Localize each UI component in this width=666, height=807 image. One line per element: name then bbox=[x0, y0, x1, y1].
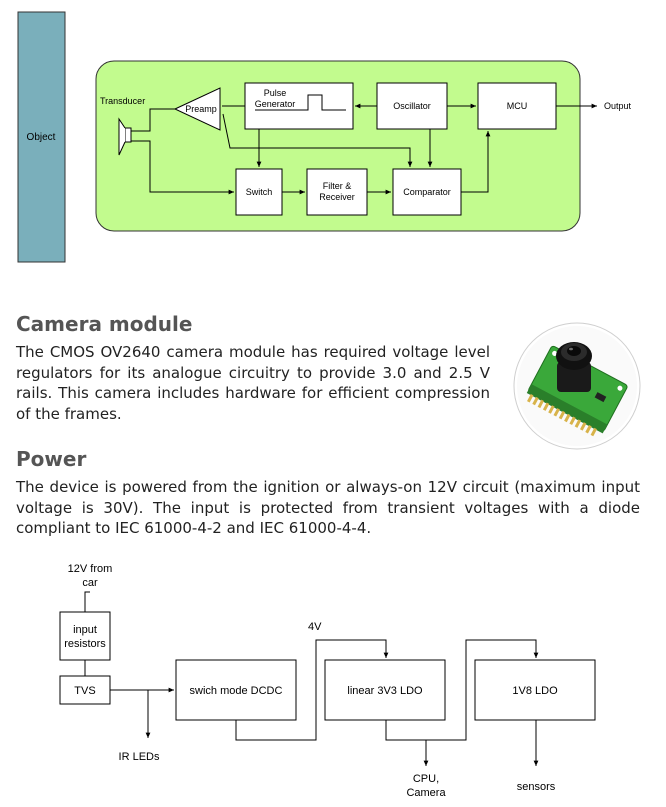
power-source-label-line2: car bbox=[82, 577, 98, 589]
tvs-block bbox=[59, 675, 111, 705]
ultrasonic-connectors bbox=[131, 103, 597, 195]
pulse-generator-label-line1: Pulse bbox=[264, 88, 287, 98]
mcu-block bbox=[477, 82, 557, 130]
tvs-label: TVS bbox=[74, 685, 95, 697]
ldo-1v8-label: 1V8 LDO bbox=[512, 685, 558, 697]
filter-receiver-label-line2: Receiver bbox=[319, 192, 355, 202]
comparator-label: Comparator bbox=[403, 187, 451, 197]
power-diagram: 12V from car input resistors TVS swich m… bbox=[59, 563, 596, 799]
dcdc-block bbox=[175, 659, 297, 721]
filter-receiver-label-line1: Filter & bbox=[323, 181, 352, 191]
cpu-camera-label-line2: Camera bbox=[406, 787, 446, 799]
preamp-label: Preamp bbox=[185, 104, 217, 114]
power-section-title: Power bbox=[16, 447, 87, 471]
sensors-label: sensors bbox=[517, 781, 556, 793]
camera-module-image bbox=[513, 322, 641, 450]
ldo-3v3-block bbox=[324, 659, 446, 721]
comparator-block bbox=[392, 168, 462, 216]
power-source-label-line1: 12V from bbox=[68, 563, 113, 575]
cpu-camera-label-line1: CPU, bbox=[413, 773, 439, 785]
switch-block bbox=[235, 168, 283, 216]
pulse-generator-label-line2: Generator bbox=[255, 99, 296, 109]
input-resistors-label-line1: input bbox=[73, 624, 97, 636]
power-connectors bbox=[84, 591, 539, 766]
ldo-3v3-label: linear 3V3 LDO bbox=[347, 685, 423, 697]
transducer-label: Transducer bbox=[100, 96, 145, 106]
pulse-waveform-icon bbox=[255, 94, 346, 111]
switch-label: Switch bbox=[246, 187, 273, 197]
camera-section-title: Camera module bbox=[16, 312, 193, 336]
pulse-generator-block bbox=[244, 82, 354, 130]
filter-receiver-block bbox=[306, 168, 368, 216]
transducer-icon bbox=[118, 117, 132, 156]
output-label: Output bbox=[604, 101, 632, 111]
ldo-1v8-block bbox=[474, 659, 596, 721]
oscillator-label: Oscillator bbox=[393, 101, 431, 111]
object-label: Object bbox=[27, 132, 56, 143]
preamp-triangle bbox=[173, 87, 221, 131]
ultrasonic-diagram: Object Transducer Preamp Pulse Generator… bbox=[17, 11, 632, 263]
mcu-label: MCU bbox=[507, 101, 528, 111]
dcdc-label: swich mode DCDC bbox=[190, 685, 283, 697]
object-block bbox=[17, 11, 66, 263]
input-resistors-label-line2: resistors bbox=[64, 638, 106, 650]
camera-section-body: The CMOS OV2640 camera module has requir… bbox=[16, 343, 490, 423]
power-section-body: The device is powered from the ignition … bbox=[16, 478, 640, 537]
ir-leds-label: IR LEDs bbox=[119, 751, 160, 763]
input-resistors-block bbox=[59, 611, 111, 661]
rail-4v-label: 4V bbox=[308, 621, 322, 633]
